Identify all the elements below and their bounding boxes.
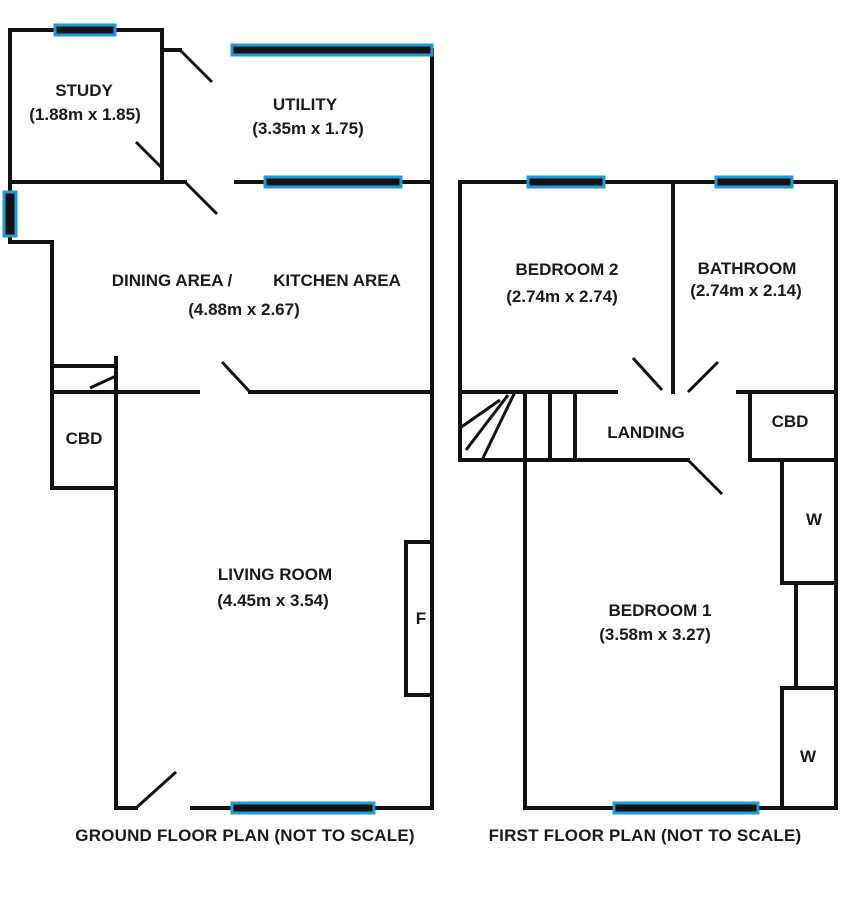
study-label: STUDY	[55, 81, 113, 100]
living-room-label: LIVING ROOM	[218, 565, 332, 584]
landing-label: LANDING	[607, 423, 684, 442]
first-floor-walls	[458, 180, 838, 810]
bedroom-2-dims: (2.74m x 2.74)	[506, 287, 618, 306]
bedroom-2-label: BEDROOM 2	[516, 260, 619, 279]
living-room-dims: (4.45m x 3.54)	[217, 591, 329, 610]
wardrobe-bottom-label: W	[800, 747, 817, 766]
first-floor-plan: BEDROOM 2 (2.74m x 2.74) BATHROOM (2.74m…	[458, 175, 838, 845]
first-floor-doors	[631, 356, 724, 496]
cbd-label-ground: CBD	[66, 429, 103, 448]
ground-floor-doors	[89, 48, 252, 810]
ground-floor-plan: STUDY (1.88m x 1.85) UTILITY (3.35m x 1.…	[2, 23, 434, 845]
study-dims: (1.88m x 1.85)	[29, 105, 141, 124]
cbd-label-first: CBD	[772, 412, 809, 431]
utility-dims: (3.35m x 1.75)	[252, 119, 364, 138]
bathroom-dims: (2.74m x 2.14)	[690, 281, 802, 300]
first-floor-caption: FIRST FLOOR PLAN (NOT TO SCALE)	[489, 826, 802, 845]
ground-floor-caption: GROUND FLOOR PLAN (NOT TO SCALE)	[75, 826, 414, 845]
dining-kitchen-dims: (4.88m x 2.67)	[188, 300, 300, 319]
bathroom-label: BATHROOM	[698, 259, 797, 278]
kitchen-area-label: KITCHEN AREA	[273, 271, 401, 290]
ground-floor-windows	[2, 23, 434, 815]
utility-label: UTILITY	[273, 95, 338, 114]
dining-area-label: DINING AREA /	[112, 271, 233, 290]
ground-floor-walls	[8, 28, 434, 810]
fireplace-label: F	[416, 609, 426, 628]
first-floor-windows	[526, 175, 794, 815]
wardrobe-top-label: W	[806, 510, 823, 529]
bedroom-1-label: BEDROOM 1	[609, 601, 712, 620]
bedroom-1-dims: (3.58m x 3.27)	[599, 625, 711, 644]
